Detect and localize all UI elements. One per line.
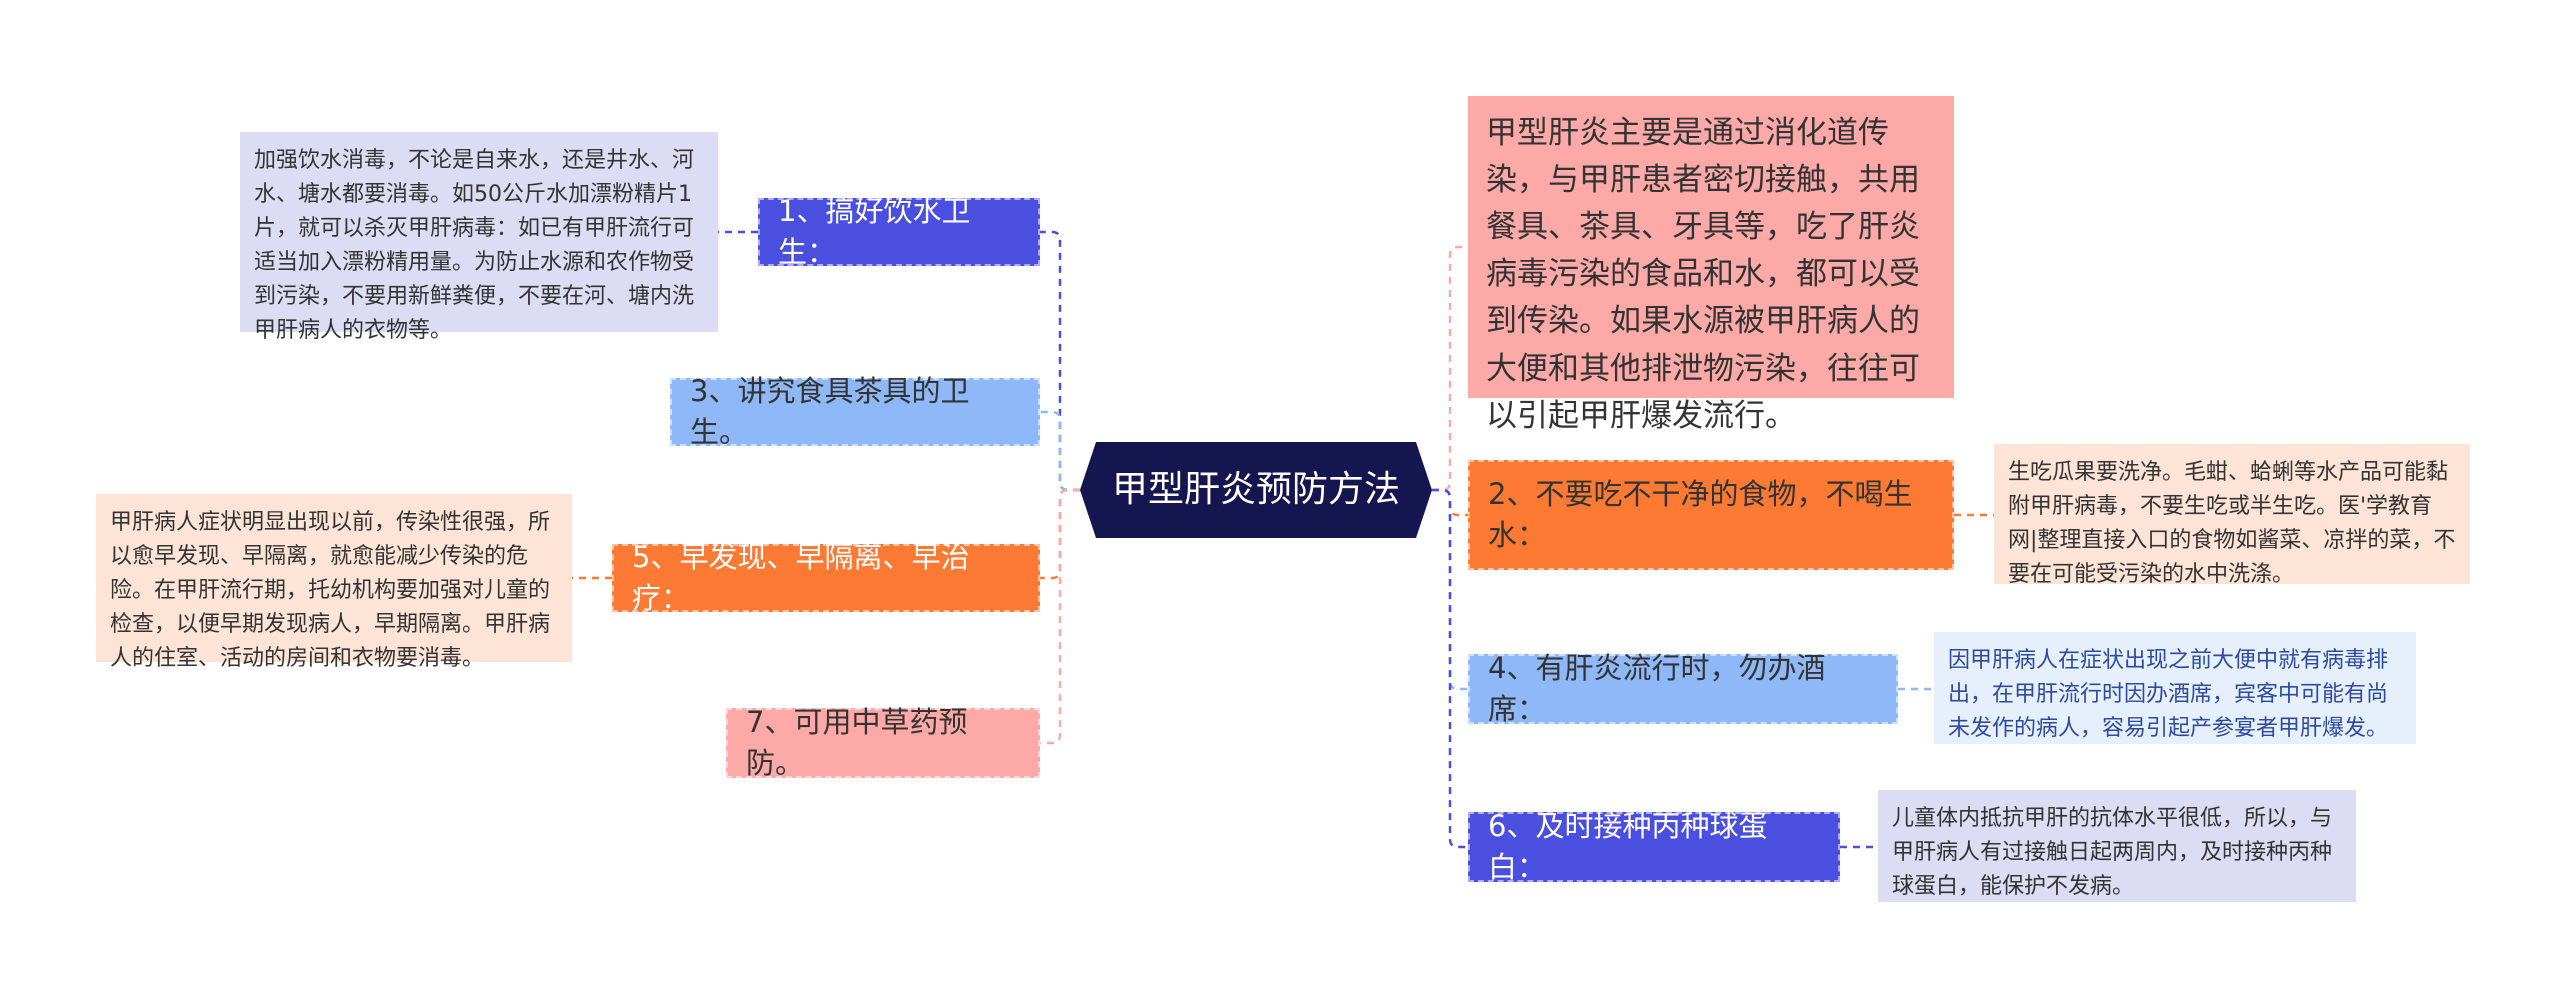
branch-connector	[1432, 245, 1468, 492]
branch-clean-food-label: 2、不要吃不干净的食物，不喝生水：	[1488, 477, 1913, 552]
leaf-water-hygiene[interactable]: 加强饮水消毒，不论是自来水，还是井水、河水、塘水都要消毒。如50公斤水加漂粉精片…	[240, 132, 718, 343]
central-topic-label: 甲型肝炎预防方法	[1111, 468, 1400, 510]
branch-early-detection-label: 5、早发现、早隔离、早治疗：	[632, 540, 970, 615]
branch-water-hygiene-label: 1、搞好饮水卫生：	[778, 194, 971, 269]
branch-gamma-globulin[interactable]: 6、及时接种丙种球蛋白：	[1468, 809, 1840, 884]
branch-clean-food[interactable]: 2、不要吃不干净的食物，不喝生水：	[1468, 460, 1954, 570]
leaf-gamma-globulin-text: 儿童体内抵抗甲肝的抗体水平很低，所以，与甲肝病人有过接触日起两周内，及时接种丙种…	[1892, 806, 2333, 900]
leaf-no-banquets[interactable]: 因甲肝病人在症状出现之前大便中就有病毒排出，在甲肝流行时因办酒席，宾客中可能有尚…	[1934, 632, 2416, 744]
branch-herbal-prevention[interactable]: 7、可用中草药预防。	[726, 705, 1040, 780]
branch-connector	[1040, 488, 1080, 745]
leaf-clean-food[interactable]: 生吃瓜果要洗净。毛蚶、蛤蜊等水产品可能黏附甲肝病毒，不要生吃或半生吃。医'学教育…	[1994, 444, 2470, 588]
leaf-gamma-globulin[interactable]: 儿童体内抵抗甲肝的抗体水平很低，所以，与甲肝病人有过接触日起两周内，及时接种丙种…	[1878, 790, 2356, 902]
leaf-early-detection[interactable]: 甲肝病人症状明显出现以前，传染性很强，所以愈早发现、早隔离，就愈能减少传染的危险…	[96, 494, 572, 671]
branch-no-banquets[interactable]: 4、有肝炎流行时，勿办酒席：	[1468, 651, 1898, 726]
leaf-early-detection-text: 甲肝病人症状明显出现以前，传染性很强，所以愈早发现、早隔离，就愈能减少传染的危险…	[110, 510, 551, 672]
leaf-clean-food-text: 生吃瓜果要洗净。毛蚶、蛤蜊等水产品可能黏附甲肝病毒，不要生吃或半生吃。医'学教育…	[2008, 460, 2456, 588]
branch-gamma-globulin-label: 6、及时接种丙种球蛋白：	[1488, 809, 1768, 884]
central-topic-shape	[1080, 442, 1432, 538]
branch-water-hygiene[interactable]: 1、搞好饮水卫生：	[758, 194, 1040, 269]
leaf-no-banquets-text: 因甲肝病人在症状出现之前大便中就有病毒排出，在甲肝流行时因办酒席，宾客中可能有尚…	[1948, 648, 2389, 742]
branch-transmission-overview[interactable]: 甲型肝炎主要是通过消化道传染，与甲肝患者密切接触，共用餐具、茶具、牙具等，吃了肝…	[1468, 96, 1954, 434]
branch-no-banquets-label: 4、有肝炎流行时，勿办酒席：	[1488, 651, 1826, 726]
branch-connector	[1432, 488, 1468, 849]
branch-connector	[1040, 410, 1080, 492]
leaf-water-hygiene-text: 加强饮水消毒，不论是自来水，还是井水、河水、塘水都要消毒。如50公斤水加漂粉精片…	[254, 148, 695, 344]
branch-tableware-hygiene-label: 3、讲究食具茶具的卫生。	[690, 374, 970, 449]
branch-transmission-overview-text: 甲型肝炎主要是通过消化道传染，与甲肝患者密切接触，共用餐具、茶具、牙具等，吃了肝…	[1486, 115, 1920, 434]
central-topic[interactable]: 甲型肝炎预防方法	[1080, 442, 1432, 538]
branch-herbal-prevention-label: 7、可用中草药预防。	[746, 705, 968, 780]
branch-early-detection[interactable]: 5、早发现、早隔离、早治疗：	[612, 540, 1040, 615]
branch-tableware-hygiene[interactable]: 3、讲究食具茶具的卫生。	[670, 374, 1040, 449]
